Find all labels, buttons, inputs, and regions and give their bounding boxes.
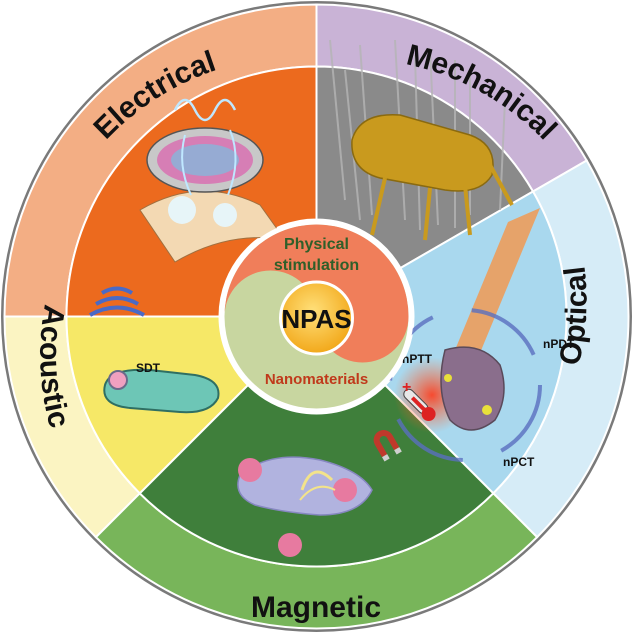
magnet-icon	[373, 430, 402, 462]
center-core	[279, 280, 354, 356]
center-lower-text: Nanomaterials	[265, 371, 368, 388]
acoustic-illustration	[89, 286, 220, 414]
electrical-illustration	[139, 98, 287, 263]
sdt-label: SDT	[136, 361, 161, 375]
center-upper-text-line2: stimulation	[274, 257, 359, 274]
center-upper-text-line1: Physical	[284, 236, 349, 253]
npct-label: nPCT	[503, 455, 535, 469]
nptt-label: nPTT	[402, 352, 433, 366]
optical-illustration: +	[388, 208, 542, 462]
center-hub: Physical stimulation NPAS Nanomaterials	[219, 219, 414, 414]
segment-label-magnetic: Magnetic	[251, 591, 381, 624]
center-title: NPAS	[281, 304, 351, 334]
magnetic-illustration	[237, 430, 402, 557]
npdt-label: nPDT	[543, 337, 575, 351]
mechanical-illustration	[329, 39, 514, 241]
thermometer-icon	[403, 388, 436, 422]
svg-text:+: +	[402, 379, 411, 396]
